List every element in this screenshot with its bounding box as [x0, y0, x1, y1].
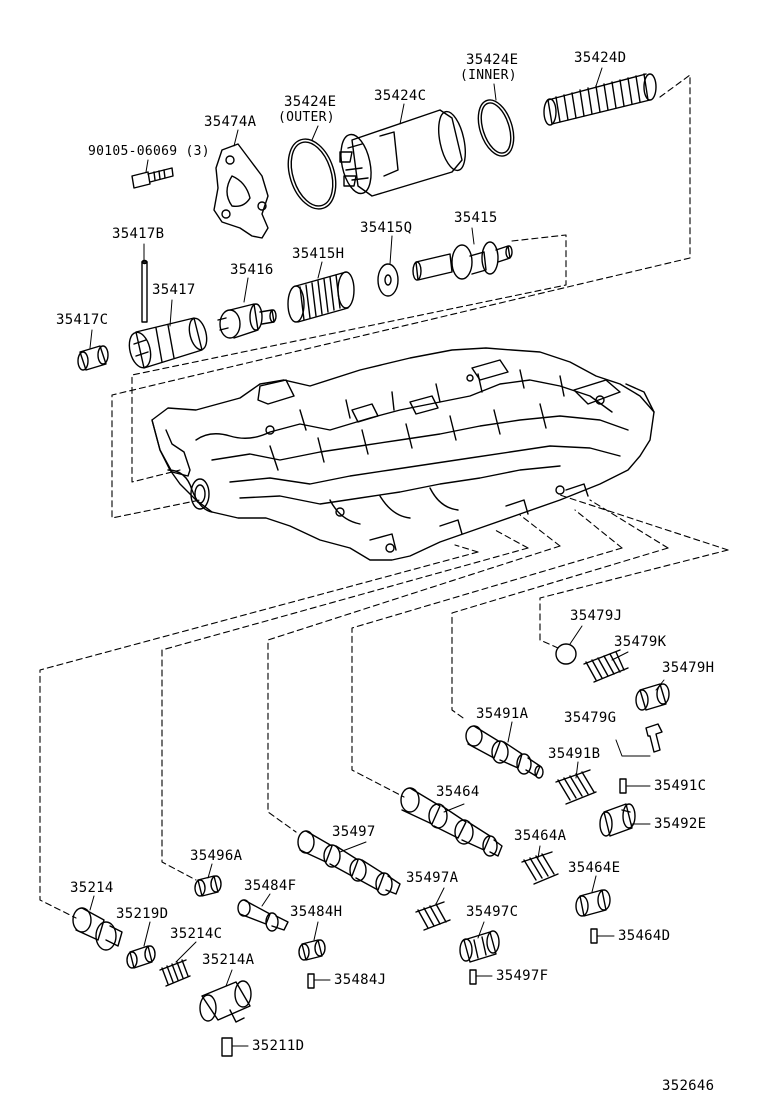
label-35479H: 35479H [662, 660, 715, 676]
label-35424E-outer: 35424E [284, 94, 337, 110]
valve-35415 [412, 241, 513, 281]
label-35464A: 35464A [514, 828, 567, 844]
label-35417B: 35417B [112, 226, 165, 242]
label-35415H: 35415H [292, 246, 345, 262]
label-90105-06069: 90105-06069 (3) [88, 144, 210, 159]
dashed-leader-lines [39, 74, 729, 919]
plug-35417 [128, 317, 208, 369]
spring-35491B [555, 769, 597, 805]
o-ring-inner-35424E [477, 99, 515, 157]
label-35496A: 35496A [190, 848, 243, 864]
valve-35416 [217, 303, 277, 339]
label-35479G: 35479G [564, 710, 617, 726]
spring-35424D [543, 73, 657, 126]
label-35497A: 35497A [406, 870, 459, 886]
plug-35496A [194, 875, 222, 897]
label-35484J: 35484J [334, 972, 387, 988]
label-35484H: 35484H [290, 904, 343, 920]
bolt-90105-06069 [131, 167, 174, 189]
pin-35484J [307, 973, 315, 989]
label-35497: 35497 [332, 824, 376, 840]
label-35424E-inner: 35424E [466, 52, 519, 68]
pin-35491C [619, 778, 627, 794]
label-35464E: 35464E [568, 860, 621, 876]
label-35491B: 35491B [548, 746, 601, 762]
plug-35479H [635, 683, 670, 711]
label-35417C: 35417C [56, 312, 109, 328]
label-35416: 35416 [230, 262, 274, 278]
sleeve-35417C [77, 345, 109, 371]
plug-35484H [298, 939, 326, 961]
label-35424E-inner-note: (INNER) [460, 68, 517, 83]
label-35424C: 35424C [374, 88, 427, 104]
label-35479J: 35479J [570, 608, 623, 624]
label-35424E-outer-note: (OUTER) [278, 110, 335, 125]
label-35415Q: 35415Q [360, 220, 413, 236]
label-35491C: 35491C [654, 778, 707, 794]
label-35464: 35464 [436, 784, 480, 800]
sleeve-35424C [339, 109, 466, 197]
spring-35497A [415, 901, 451, 931]
label-35464D: 35464D [618, 928, 671, 944]
leader-lines [89, 67, 665, 1047]
spring-35214C [159, 959, 191, 987]
label-35417: 35417 [152, 282, 196, 298]
plug-35464E [575, 889, 611, 917]
label-35214: 35214 [70, 880, 114, 896]
label-35479K: 35479K [614, 634, 667, 650]
label-35492E: 35492E [654, 816, 707, 832]
pin-35417B [141, 259, 148, 323]
label-35415: 35415 [454, 210, 498, 226]
valve-35484F [237, 899, 289, 932]
plug-35492E [599, 803, 636, 837]
valve-body [151, 347, 655, 561]
label-35491A: 35491A [476, 706, 529, 722]
valve-35497 [297, 830, 401, 896]
spring-35479K [583, 649, 629, 683]
pin-35464D [590, 928, 598, 944]
washer-35415Q [377, 263, 399, 297]
sleeve-35214A [199, 980, 252, 1023]
diagram-number: 352646 [662, 1078, 715, 1094]
plug-35219D [126, 945, 156, 969]
valve-35491A [465, 725, 544, 779]
pin-35479G [645, 723, 663, 753]
label-35474A: 35474A [204, 114, 257, 130]
valve-35214 [72, 907, 123, 951]
label-35424D: 35424D [574, 50, 627, 66]
spring-35464A [521, 851, 559, 885]
label-35219D: 35219D [116, 906, 169, 922]
label-35214C: 35214C [170, 926, 223, 942]
pin-35497F [469, 969, 477, 985]
ball-35479J [555, 643, 577, 665]
label-35214A: 35214A [202, 952, 255, 968]
label-35497F: 35497F [496, 968, 549, 984]
spring-35415H [287, 271, 355, 323]
cover-plate-35474A [213, 143, 269, 239]
valve-35464 [400, 787, 503, 857]
o-ring-outer-35424E [287, 138, 337, 210]
plug-35497C [459, 930, 500, 963]
label-35484F: 35484F [244, 878, 297, 894]
pin-35211D [221, 1037, 233, 1057]
label-35211D: 35211D [252, 1038, 305, 1054]
label-35497C: 35497C [466, 904, 519, 920]
